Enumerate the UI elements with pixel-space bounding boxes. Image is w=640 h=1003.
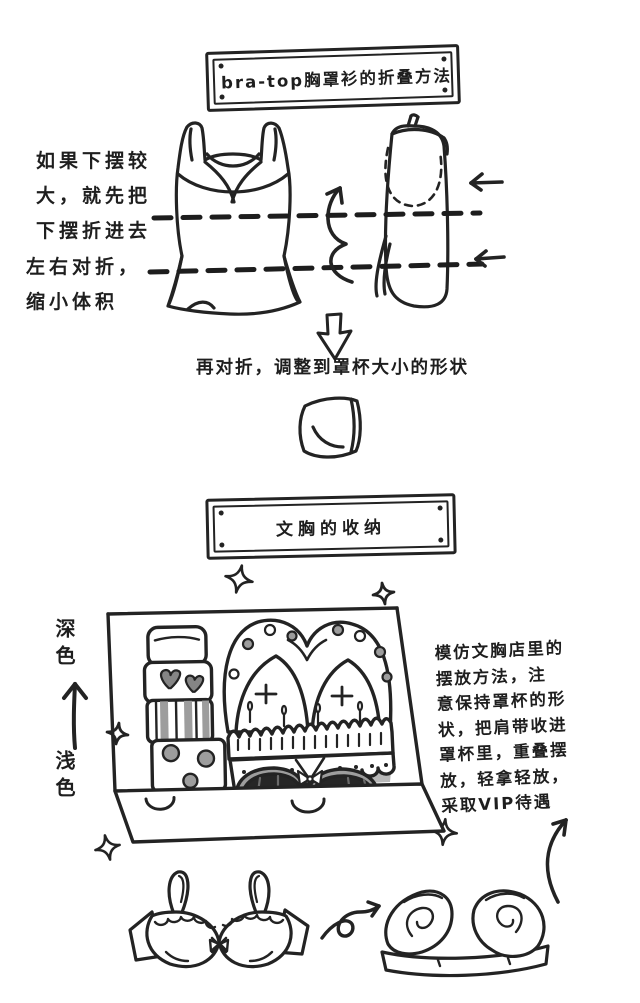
result-caption: 再对折，调整到罩杯大小的形状 — [196, 358, 469, 378]
fold-dashed-lines — [146, 202, 496, 282]
hem-note: 如果下摆较 大，就先把 下摆折进去 — [36, 144, 151, 249]
loop-arrow-icon — [316, 898, 382, 946]
half-fold-note-line: 左右对折， — [26, 256, 142, 278]
hem-note-line: 如果下摆较 — [36, 150, 152, 172]
fold-title-box: bra-top胸罩衫的折叠方法 — [205, 44, 461, 112]
corner-dot-icon — [438, 537, 444, 543]
sparkle-icon — [91, 831, 123, 863]
dark-color-label: 深色 — [52, 618, 76, 672]
storage-title: 文胸的收纳 — [212, 500, 450, 553]
hem-note-line: 下摆折进去 — [36, 220, 152, 242]
fold-title: bra-top胸罩衫的折叠方法 — [212, 51, 454, 105]
curved-up-arrow-icon — [536, 806, 592, 908]
up-arrow-icon — [56, 676, 94, 754]
corner-dot-icon — [218, 510, 224, 516]
s-curve-arrow-icon — [300, 172, 362, 290]
corner-dot-icon — [219, 542, 225, 548]
folded-square-illustration — [291, 390, 369, 465]
half-fold-note: 左右对折， 缩小体积 — [26, 250, 141, 320]
bra-illustration — [122, 860, 322, 980]
half-fold-note-line: 缩小体积 — [26, 291, 119, 313]
hem-note-line: 大，就先把 — [36, 185, 152, 207]
storage-tip-note: 模仿文胸店里的 摆放方法，注 意保持罩杯的形 状，把肩带收进 罩杯里，重叠摆 放… — [434, 635, 571, 819]
corner-dot-icon — [437, 505, 443, 511]
sparkle-icon — [371, 581, 397, 607]
left-arrow-icon — [464, 170, 506, 194]
down-arrow-icon — [310, 312, 358, 364]
bra-drawer-illustration — [52, 582, 462, 882]
corner-dot-icon — [218, 63, 224, 69]
tank-top-illustration — [158, 116, 308, 321]
folded-bra-illustration — [378, 880, 553, 980]
light-color-label: 浅色 — [52, 750, 76, 804]
sparkle-icon — [221, 561, 257, 597]
left-arrow-icon — [468, 246, 510, 270]
storage-title-box: 文胸的收纳 — [205, 493, 457, 560]
